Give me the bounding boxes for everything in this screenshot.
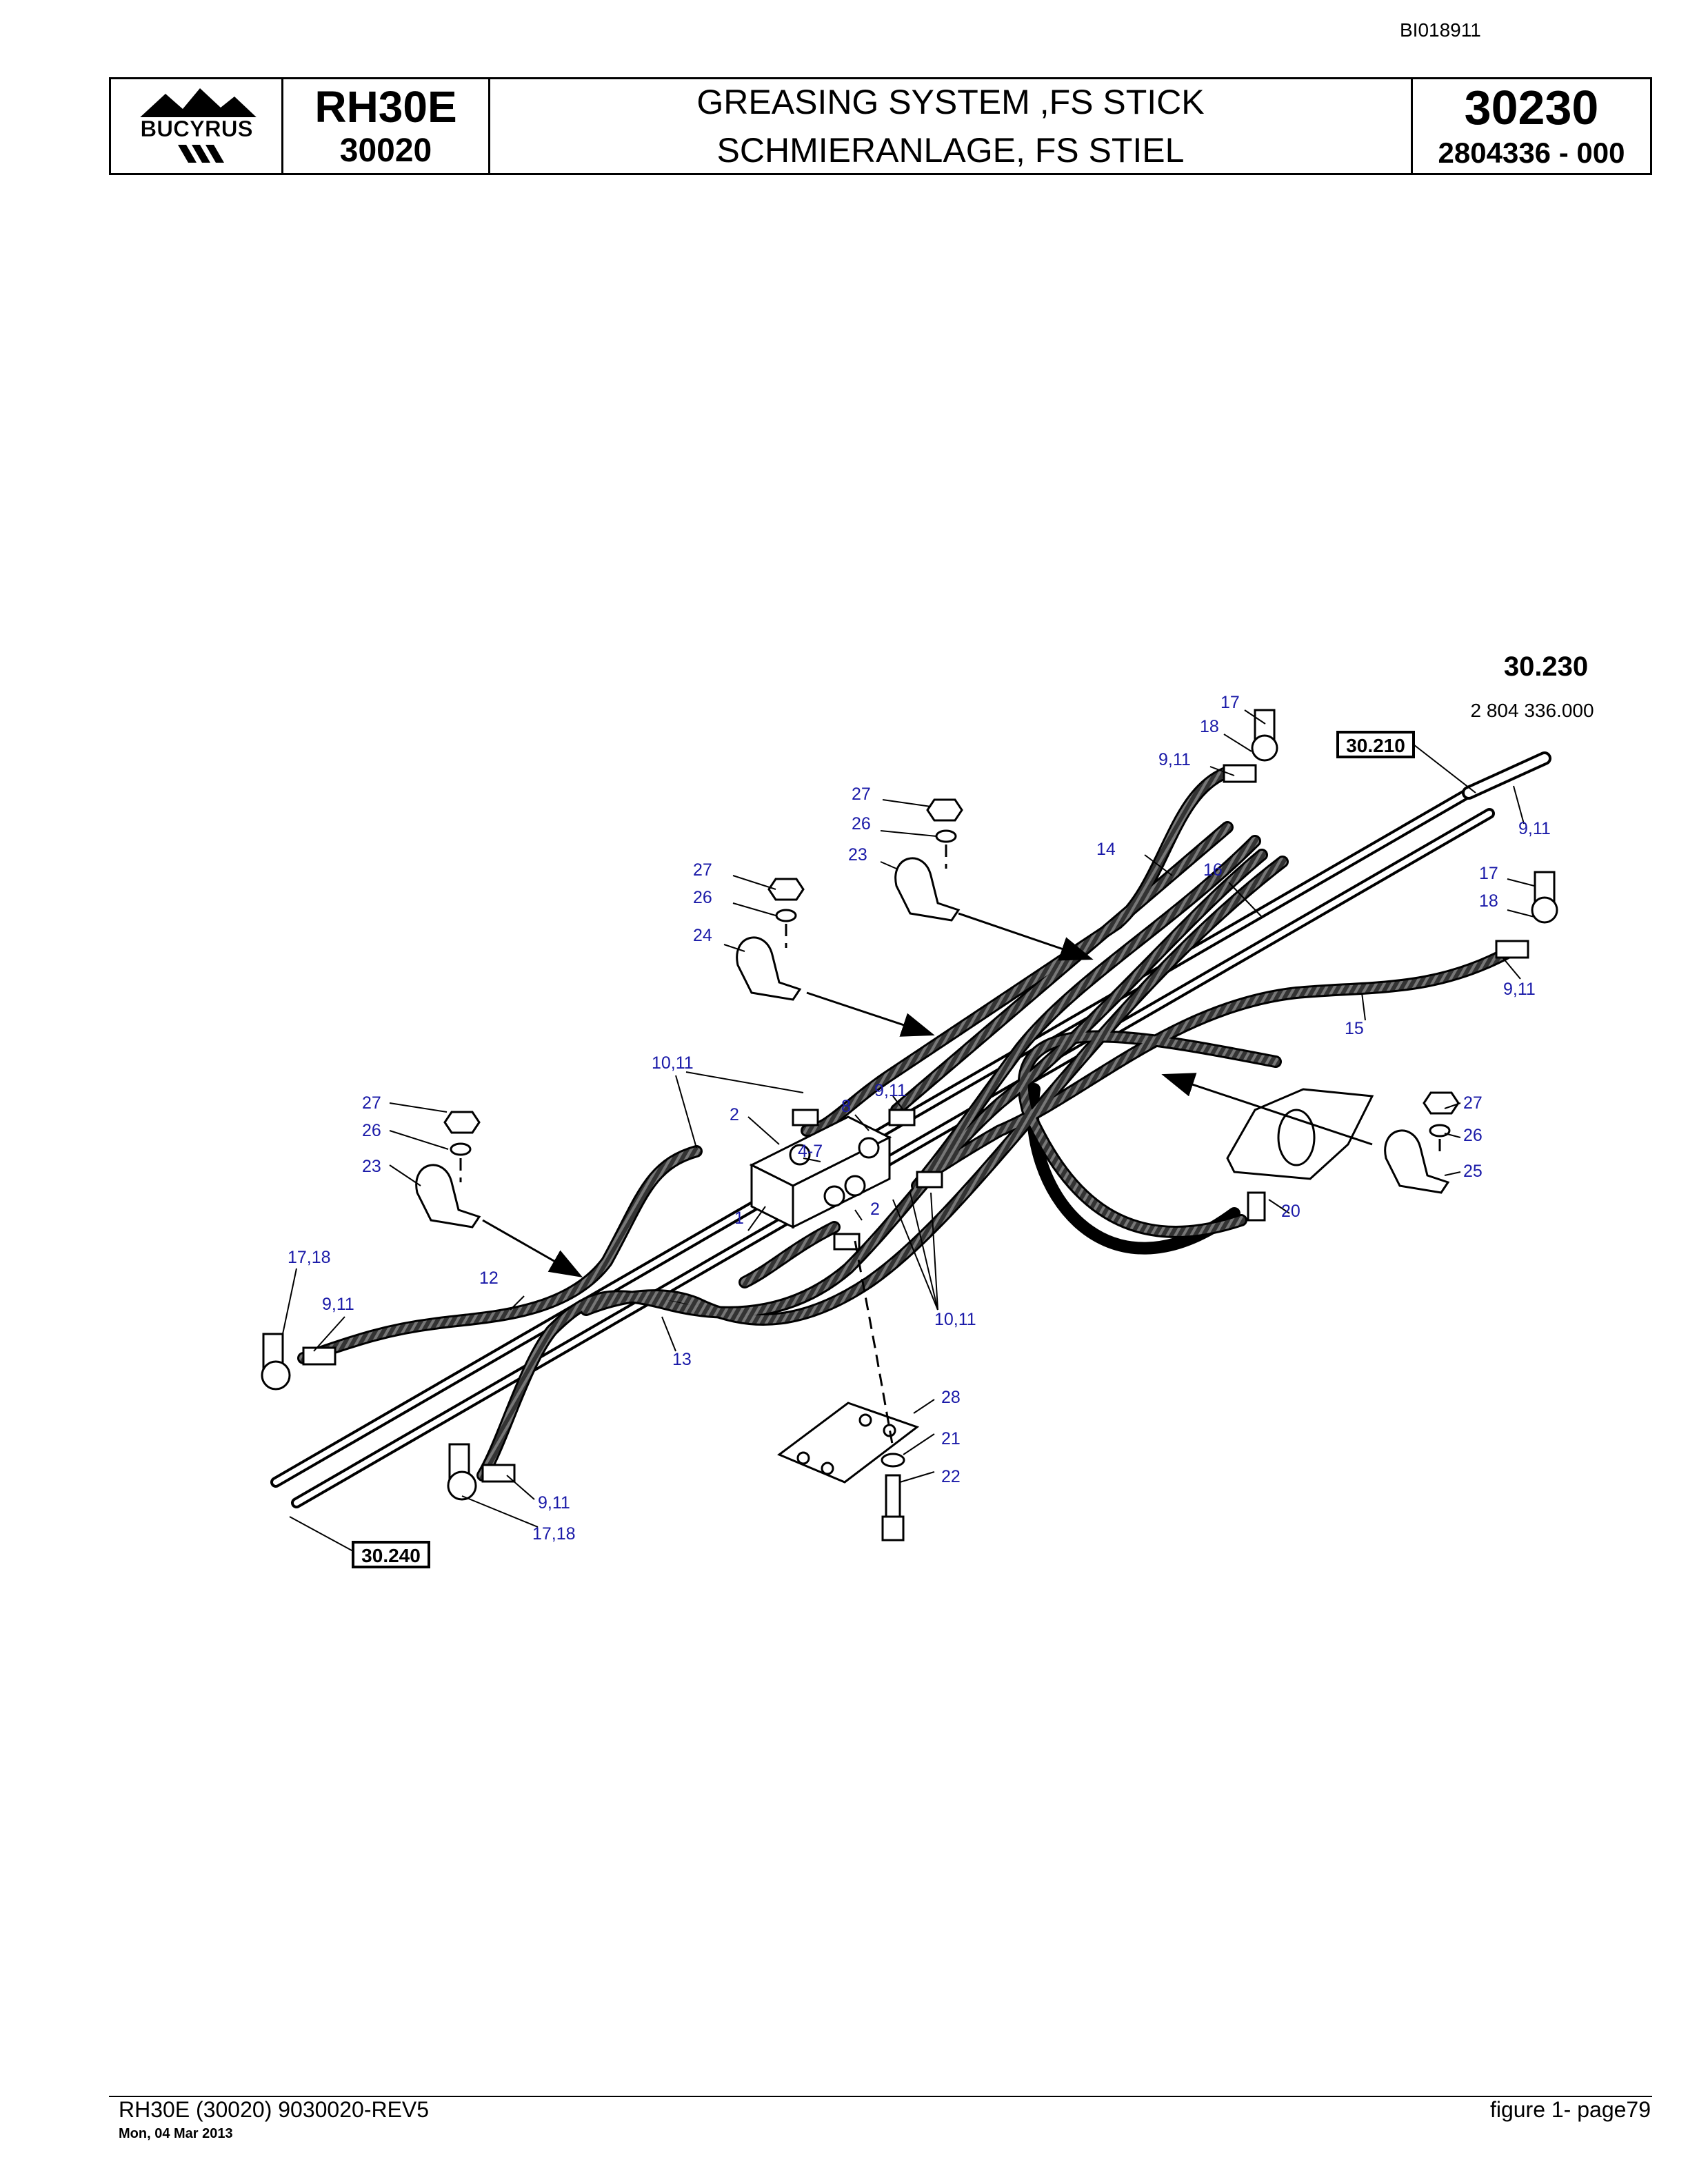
- model-name: RH30E: [314, 82, 457, 132]
- callout-16: 16: [1203, 860, 1223, 880]
- callout-23: 23: [848, 845, 867, 865]
- callout-23: 23: [362, 1157, 381, 1176]
- figure-subtitle: 2 804 336.000: [1470, 700, 1594, 721]
- callout-2: 2: [870, 1200, 880, 1219]
- callout-13: 13: [672, 1350, 692, 1369]
- logo-cell: BUCYRUS: [111, 79, 283, 173]
- group-cell: 30230 2804336 - 000: [1413, 79, 1650, 173]
- callout-9-11: 9,11: [874, 1081, 907, 1100]
- title-german: SCHMIERANLAGE, FS STIEL: [716, 131, 1185, 170]
- callout-10-11: 10,11: [934, 1310, 976, 1329]
- callout-17: 17: [1479, 864, 1498, 883]
- callout-20: 20: [1281, 1202, 1300, 1221]
- center-lines: [459, 845, 1441, 1448]
- callout-1: 1: [734, 1209, 744, 1228]
- callout-27: 27: [852, 785, 871, 804]
- callout-2: 2: [730, 1105, 739, 1124]
- callout-4-7: 4-7: [798, 1142, 823, 1161]
- callout-27: 27: [693, 860, 712, 880]
- callout-8: 8: [841, 1097, 851, 1116]
- callout-27: 27: [362, 1093, 381, 1113]
- ref-box-30210-label: 30.210: [1346, 735, 1405, 756]
- footer-rule: [109, 2096, 1652, 2097]
- callout-17-18: 17,18: [288, 1248, 331, 1267]
- part-number: 2804336 - 000: [1438, 136, 1625, 169]
- assembly-arrows: [482, 912, 1373, 1277]
- callout-15: 15: [1345, 1019, 1364, 1038]
- title-cell: GREASING SYSTEM ,FS STICK SCHMIERANLAGE,…: [490, 79, 1413, 173]
- distributor-block: [749, 1115, 892, 1229]
- fittings: [261, 709, 1558, 1501]
- callout-14: 14: [1096, 840, 1116, 859]
- ref-box-30210: 30.210: [1336, 731, 1476, 793]
- callout-26: 26: [362, 1121, 381, 1140]
- model-cell: RH30E 30020: [283, 79, 490, 173]
- logo-brand-text: BUCYRUS: [140, 116, 252, 141]
- callout-18: 18: [1200, 717, 1219, 736]
- callout-27: 27: [1463, 1093, 1483, 1113]
- callout-18: 18: [1479, 891, 1498, 911]
- callouts: 17 18 9,11 9,11 27 26 23 14 16 17 18 27 …: [288, 693, 1551, 1544]
- callout-9-11: 9,11: [1503, 980, 1536, 999]
- mount-plate: [1226, 1088, 1374, 1180]
- clamps: [415, 798, 1460, 1228]
- footer-date: Mon, 04 Mar 2013: [119, 2126, 233, 2141]
- title-english: GREASING SYSTEM ,FS STICK: [696, 83, 1205, 121]
- ref-box-30240-label: 30.240: [361, 1545, 421, 1566]
- bucyrus-logo: BUCYRUS: [123, 88, 269, 163]
- callout-26: 26: [852, 814, 871, 833]
- callout-9-11: 9,11: [322, 1295, 354, 1314]
- callout-10-11: 10,11: [652, 1053, 694, 1073]
- callout-28: 28: [941, 1388, 961, 1407]
- title-block: BUCYRUS RH30E 30020 GREASING SYSTEM ,FS …: [109, 77, 1652, 175]
- callout-17-18: 17,18: [532, 1524, 576, 1544]
- group-number: 30230: [1464, 81, 1599, 134]
- footer-page: figure 1- page79: [1489, 2097, 1651, 2122]
- callout-17: 17: [1220, 693, 1240, 712]
- figure-title: 30.230: [1504, 651, 1588, 682]
- callout-26: 26: [1463, 1126, 1483, 1145]
- callout-24: 24: [693, 926, 712, 945]
- callout-9-11: 9,11: [538, 1493, 570, 1513]
- callout-9-11: 9,11: [1518, 819, 1551, 838]
- callout-12: 12: [479, 1268, 499, 1288]
- footer-document-ref: RH30E (30020) 9030020-REV5: [119, 2097, 430, 2122]
- callout-26: 26: [693, 888, 712, 907]
- callout-25: 25: [1463, 1162, 1483, 1181]
- callout-21: 21: [941, 1429, 961, 1448]
- leader-lines: [282, 709, 1535, 1528]
- model-code: 30020: [339, 132, 432, 169]
- callout-9-11: 9,11: [1158, 750, 1191, 769]
- base-plate: [777, 1402, 920, 1541]
- document-id: BI018911: [1400, 19, 1481, 41]
- ref-box-30240: 30.240: [289, 1516, 430, 1568]
- callout-22: 22: [941, 1467, 961, 1486]
- hoses: [297, 766, 1516, 1482]
